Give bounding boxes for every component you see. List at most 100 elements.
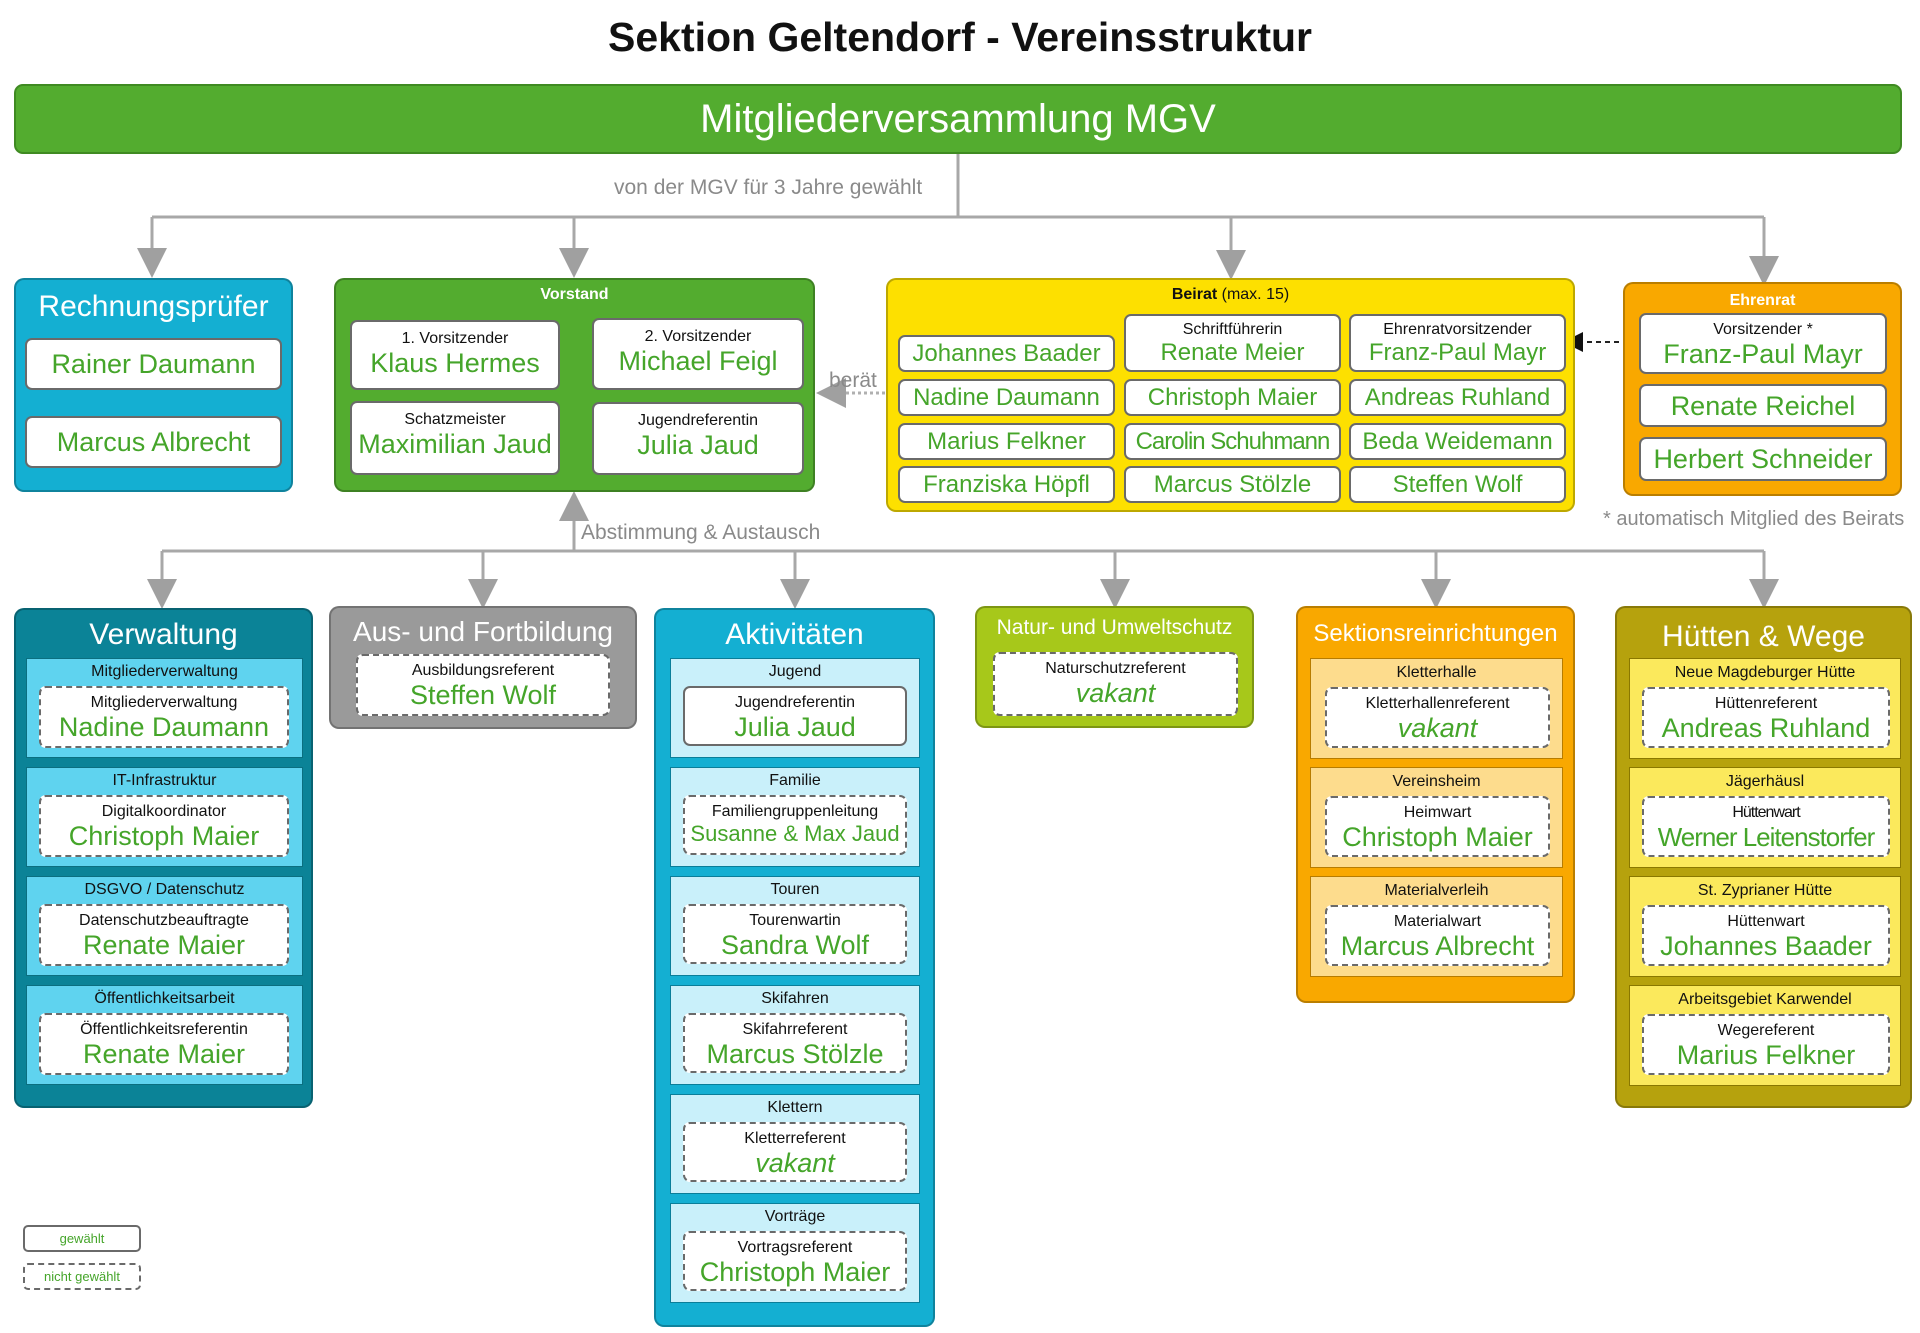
advisory-member-card: Andreas Ruhland xyxy=(1349,379,1566,416)
activity-role-card: Jugendreferentin Julia Jaud xyxy=(683,686,907,746)
activity-name: Julia Jaud xyxy=(734,712,856,742)
board-role: Schatzmeister xyxy=(404,411,506,428)
honor-council-member: Herbert Schneider xyxy=(1639,437,1887,481)
activity-name: Marcus Stölzle xyxy=(706,1039,884,1069)
nature-panel: Natur- und Umweltschutz Naturschutzrefer… xyxy=(975,606,1254,728)
activity-section: Vorträge Vortragsreferent Christoph Maie… xyxy=(670,1203,920,1303)
honor-council-member-name: Renate Reichel xyxy=(1670,391,1856,421)
ehrenrat-footnote: * automatisch Mitglied des Beirats xyxy=(1603,508,1905,530)
facility-name: vakant xyxy=(1397,713,1478,743)
activity-role: Skifahrreferent xyxy=(742,1021,848,1038)
hut-role-card: Hüttenreferent Andreas Ruhland xyxy=(1642,687,1890,748)
activity-section-head: Vorträge xyxy=(764,1208,826,1225)
admin-section-head: DSGVO / Datenschutz xyxy=(84,881,245,898)
hut-role: Wegereferent xyxy=(1717,1022,1815,1039)
honor-chair-role: Ehrenratvorsitzender xyxy=(1383,321,1532,338)
nature-role-card: Naturschutzreferent vakant xyxy=(993,652,1238,716)
activity-name: Christoph Maier xyxy=(699,1257,891,1287)
advisory-member-name: Christoph Maier xyxy=(1147,384,1318,411)
advisory-member-name: Carolin Schuhmann xyxy=(1135,428,1331,455)
training-name: Steffen Wolf xyxy=(409,680,557,710)
facility-section-head: Materialverleih xyxy=(1384,882,1489,899)
activity-role-card: Kletterreferent vakant xyxy=(683,1122,907,1182)
hut-name: Andreas Ruhland xyxy=(1661,713,1871,743)
advisory-member-card: Nadine Daumann xyxy=(898,379,1115,416)
secretary-role: Schriftführerin xyxy=(1182,321,1283,338)
admin-name: Renate Maier xyxy=(82,1039,246,1069)
nature-title: Natur- und Umweltschutz xyxy=(996,616,1233,639)
huts-title: Hütten & Wege xyxy=(1662,620,1865,653)
elected-note: von der MGV für 3 Jahre gewählt xyxy=(614,176,923,199)
honor-council-panel: Ehrenrat Vorsitzender * Franz-Paul Mayr … xyxy=(1623,282,1902,496)
advisory-member-name: Marius Felkner xyxy=(927,428,1086,455)
activity-section-head: Touren xyxy=(770,881,820,898)
facility-role: Kletterhallenreferent xyxy=(1365,695,1510,712)
admin-section: Mitgliederverwaltung Mitgliederverwaltun… xyxy=(26,658,303,758)
honor-chair-name: Franz-Paul Mayr xyxy=(1368,339,1547,366)
activity-name: vakant xyxy=(755,1148,835,1178)
facility-section: Vereinsheim Heimwart Christoph Maier xyxy=(1310,767,1563,868)
activities-title: Aktivitäten xyxy=(725,618,864,651)
hut-section-head: Arbeitsgebiet Karwendel xyxy=(1678,991,1852,1008)
admin-role-card: Mitgliederverwaltung Nadine Daumann xyxy=(39,686,289,748)
honor-council-title: Ehrenrat xyxy=(1729,292,1796,309)
admin-section-head: Öffentlichkeitsarbeit xyxy=(94,990,235,1007)
activity-section-head: Klettern xyxy=(767,1099,823,1116)
activity-role: Jugendreferentin xyxy=(734,694,856,711)
hut-section-head: St. Zyprianer Hütte xyxy=(1697,882,1833,899)
advisory-member-name: Steffen Wolf xyxy=(1392,471,1523,498)
admin-name: Christoph Maier xyxy=(68,821,260,851)
legend-elected: gewählt xyxy=(23,1225,141,1252)
mgv-bar: Mitgliederversammlung MGV xyxy=(14,84,1902,154)
honor-council-member-name: Herbert Schneider xyxy=(1653,444,1873,474)
admin-role-card: Digitalkoordinator Christoph Maier xyxy=(39,795,289,857)
board-title: Vorstand xyxy=(540,286,609,303)
activity-section: Familie Familiengruppenleitung Susanne &… xyxy=(670,767,920,867)
secretary-card: Schriftführerin Renate Meier xyxy=(1124,314,1341,372)
activity-section-head: Familie xyxy=(769,772,821,789)
admin-role: Öffentlichkeitsreferentin xyxy=(80,1021,248,1038)
activity-section: Klettern Kletterreferent vakant xyxy=(670,1094,920,1194)
hut-role-card: Hüttenwart Werner Leitenstorfer xyxy=(1642,796,1890,857)
admin-section: IT-Infrastruktur Digitalkoordinator Chri… xyxy=(26,767,303,867)
hut-section: Neue Magdeburger Hütte Hüttenreferent An… xyxy=(1629,658,1901,759)
hut-role: Hüttenwart xyxy=(1727,913,1805,930)
activity-role: Kletterreferent xyxy=(744,1130,846,1147)
admin-name: Renate Maier xyxy=(82,930,246,960)
board-name: Maximilian Jaud xyxy=(358,429,552,459)
admin-section-head: IT-Infrastruktur xyxy=(112,772,217,789)
auditors-panel: Rechnungsprüfer Rainer Daumann Marcus Al… xyxy=(14,278,293,492)
admin-role-card: Öffentlichkeitsreferentin Renate Maier xyxy=(39,1013,289,1075)
facility-role-card: Kletterhallenreferent vakant xyxy=(1325,687,1550,748)
activities-panel: Aktivitäten Jugend Jugendreferentin Juli… xyxy=(654,608,935,1327)
hut-section-head: Neue Magdeburger Hütte xyxy=(1674,664,1856,681)
training-panel: Aus- und Fortbildung Ausbildungsreferent… xyxy=(329,606,637,729)
board-member-card: 1. Vorsitzender Klaus Hermes xyxy=(350,320,560,390)
honor-council-member: Renate Reichel xyxy=(1639,384,1887,427)
advisory-board-title: Beirat (max. 15) xyxy=(888,286,1573,304)
advisory-board-title-note: (max. 15) xyxy=(1217,286,1290,303)
board-role: 1. Vorsitzender xyxy=(401,330,509,347)
activity-section: Jugend Jugendreferentin Julia Jaud xyxy=(670,658,920,758)
activity-name: Susanne & Max Jaud xyxy=(690,821,900,846)
facility-name: Marcus Albrecht xyxy=(1340,931,1535,961)
advisory-member-name: Beda Weidemann xyxy=(1362,428,1553,455)
honor-council-chair: Vorsitzender * Franz-Paul Mayr xyxy=(1639,313,1887,374)
hut-role: Hüttenreferent xyxy=(1714,695,1818,712)
nature-name: vakant xyxy=(1075,678,1156,708)
advisory-member-card: Marius Felkner xyxy=(898,423,1115,460)
admin-section-head: Mitgliederverwaltung xyxy=(91,663,238,680)
hut-name: Werner Leitenstorfer xyxy=(1657,822,1876,852)
auditor-card: Rainer Daumann xyxy=(25,338,282,390)
auditors-title: Rechnungsprüfer xyxy=(38,290,269,323)
advisory-member-card: Christoph Maier xyxy=(1124,379,1341,416)
hut-section: Jägerhäusl Hüttenwart Werner Leitenstorf… xyxy=(1629,767,1901,868)
facility-section-head: Kletterhalle xyxy=(1396,664,1477,681)
huts-panel: Hütten & Wege Neue Magdeburger Hütte Hüt… xyxy=(1615,606,1912,1108)
activity-section-head: Skifahren xyxy=(761,990,829,1007)
board-member-card: Jugendreferentin Julia Jaud xyxy=(592,402,804,475)
board-role: Jugendreferentin xyxy=(637,412,759,429)
facility-role: Heimwart xyxy=(1403,804,1472,821)
board-name: Klaus Hermes xyxy=(370,348,540,378)
facility-section: Kletterhalle Kletterhallenreferent vakan… xyxy=(1310,658,1563,759)
